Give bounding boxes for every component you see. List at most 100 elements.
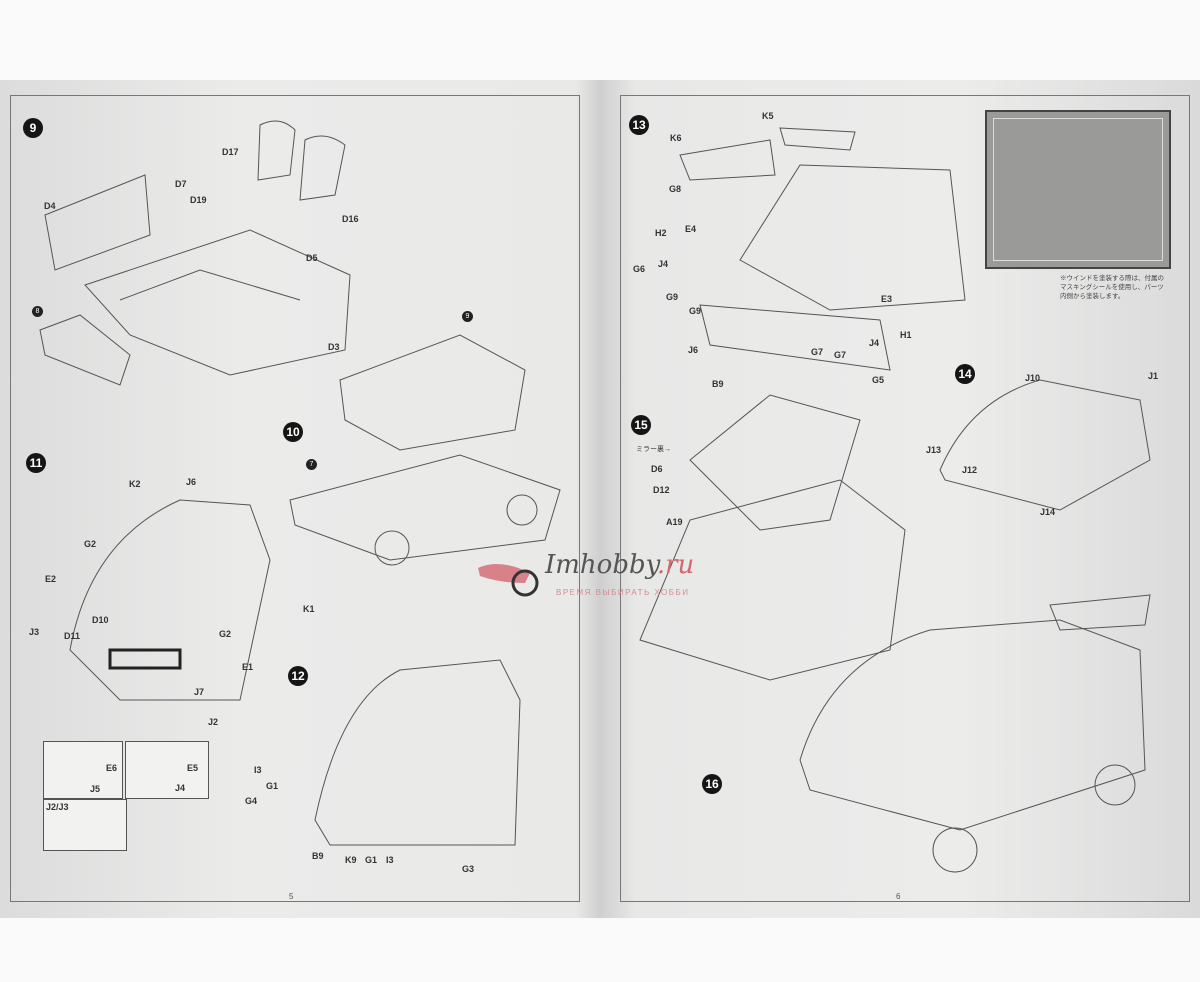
masking-sheet-diagram — [985, 110, 1171, 269]
part-label: K9 — [345, 855, 357, 865]
page-number: 6 — [896, 892, 901, 901]
part-label: G4 — [245, 796, 258, 806]
step-number-11: 11 — [26, 453, 46, 473]
sub-step-8: 8 — [32, 306, 43, 317]
part-label: J2 — [208, 717, 219, 727]
part-label: E2 — [45, 574, 57, 584]
part-label: J12 — [962, 465, 978, 475]
part-label: G7 — [834, 350, 847, 360]
part-label: J4 — [869, 338, 880, 348]
detail-inset-j2-j3: J2/J3 — [43, 799, 127, 851]
masking-note: ※ウインドを塗装する際は、付属のマスキングシールを使用し、パーツ内側から塗装しま… — [1060, 275, 1164, 300]
step-number-16: 16 — [702, 774, 722, 794]
watermark-name-text: Imhobby — [545, 550, 657, 580]
part-label: G1 — [365, 855, 378, 865]
part-label: D5 — [306, 253, 318, 263]
interior-tub-drawing — [84, 229, 351, 376]
wheel-drawing — [1094, 764, 1136, 806]
left-page — [10, 95, 580, 902]
seat-drawing — [257, 120, 346, 201]
lower-body-drawing — [639, 479, 906, 681]
part-label: J13 — [926, 445, 942, 455]
step-number-15: 15 — [631, 415, 651, 435]
part-label: G9 — [689, 306, 702, 316]
watermark-car-logo — [478, 564, 539, 597]
mirror-note: ミラー裏→ — [636, 446, 671, 453]
rear-wing-drawing — [1049, 594, 1151, 631]
door-panel-drawing — [44, 174, 151, 271]
rear-bumper-drawing — [699, 304, 891, 371]
part-label: A19 — [666, 517, 683, 527]
step-number-13: 13 — [629, 115, 649, 135]
part-label: H2 — [655, 228, 667, 238]
wheel-drawing — [932, 827, 978, 873]
wheel-drawing — [374, 530, 410, 566]
part-label: J4 — [658, 259, 669, 269]
part-label: G2 — [219, 629, 232, 639]
part-label: G8 — [669, 184, 682, 194]
part-label: J1 — [1148, 371, 1159, 381]
part-label: J6 — [688, 345, 699, 355]
step-number-10: 10 — [283, 422, 303, 442]
part-label: E4 — [685, 224, 697, 234]
part-label: D4 — [44, 201, 56, 211]
sub-step-9: 9 — [462, 311, 473, 322]
part-label: G9 — [666, 292, 679, 302]
part-label: E3 — [881, 294, 893, 304]
watermark-tagline: ВРЕМЯ ВЫБИРАТЬ ХОББИ — [556, 588, 690, 597]
dashboard-drawing — [39, 314, 131, 386]
part-label: G3 — [462, 864, 475, 874]
part-label: D10 — [92, 615, 109, 625]
part-label: D3 — [328, 342, 340, 352]
part-label: G2 — [84, 539, 97, 549]
detail-inset-left: E6 J5 — [43, 741, 123, 799]
part-label: B9 — [712, 379, 724, 389]
part-label: H1 — [900, 330, 912, 340]
part-label: J4 — [175, 783, 186, 793]
step-number-12: 12 — [288, 666, 308, 686]
body-front-drawing — [314, 659, 521, 846]
part-label: G1 — [266, 781, 279, 791]
interior-into-body-drawing — [689, 394, 861, 531]
part-label: K6 — [670, 133, 682, 143]
sub-step-7: 7 — [306, 459, 317, 470]
step-number-14: 14 — [955, 364, 975, 384]
part-label: D7 — [175, 179, 187, 189]
part-label: D19 — [190, 195, 207, 205]
page-number: 5 — [289, 892, 294, 901]
part-label: J6 — [186, 477, 197, 487]
watermark-tld: .ru — [656, 550, 695, 580]
part-label: D6 — [651, 464, 663, 474]
detail-inset-right: E5 J4 — [125, 741, 209, 799]
wing-drawing — [679, 127, 856, 181]
part-label: D11 — [64, 631, 81, 641]
part-label: J10 — [1025, 373, 1041, 383]
part-label: G5 — [872, 375, 885, 385]
part-label: J14 — [1040, 507, 1056, 517]
chassis-floor-drawing — [289, 454, 561, 561]
step-number-9: 9 — [23, 118, 43, 138]
part-label: E5 — [187, 763, 199, 773]
part-label: G7 — [811, 347, 824, 357]
part-label: D17 — [222, 147, 239, 157]
part-label: J3 — [29, 627, 40, 637]
part-label: J7 — [194, 687, 205, 697]
front-body-drawing — [69, 499, 271, 701]
part-label: K2 — [129, 479, 141, 489]
part-label: J5 — [90, 784, 101, 794]
part-label: D12 — [653, 485, 670, 495]
wheel-drawing — [506, 494, 538, 526]
part-label: K1 — [303, 604, 315, 614]
part-label: I3 — [386, 855, 394, 865]
right-page — [620, 95, 1190, 902]
part-label: E1 — [242, 662, 254, 672]
part-label: G6 — [633, 264, 646, 274]
part-label: J2/J3 — [46, 802, 69, 812]
part-label: B9 — [312, 851, 324, 861]
part-label: D16 — [342, 214, 359, 224]
part-label: E6 — [106, 763, 118, 773]
watermark-name: Imhobby.ru — [545, 550, 694, 580]
body-rear-drawing — [739, 164, 966, 311]
part-label: I3 — [254, 765, 262, 775]
